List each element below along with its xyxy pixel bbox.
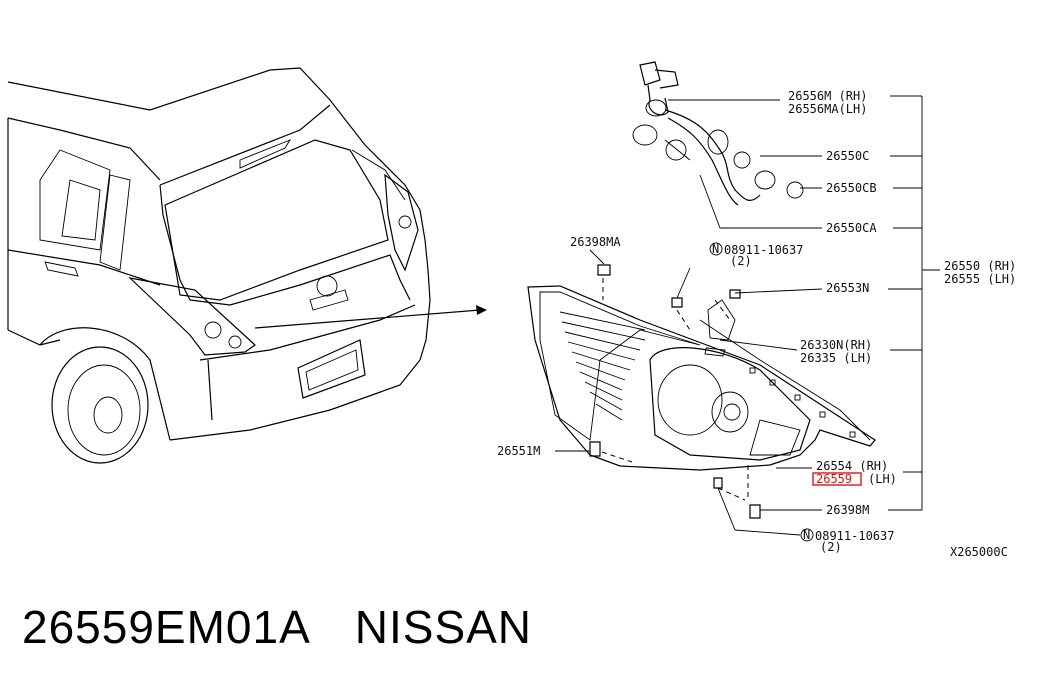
label-26550C: 26550C (826, 149, 869, 163)
label-26335: 26335 (LH) (800, 351, 872, 365)
label-08911-top-qty: (2) (730, 254, 752, 268)
diagram-code: X265000C (950, 545, 1008, 559)
label-26398MA: 26398MA (570, 235, 621, 249)
n-symbol-top: N (712, 242, 719, 256)
highlight-box-26559 (812, 472, 862, 486)
fasteners (589, 249, 801, 536)
part-labels: 26556M (RH) 26556MA(LH) 26550C 26550CB 2… (497, 89, 1016, 559)
label-26550: 26550 (RH) (944, 259, 1016, 273)
lens-grille (559, 311, 646, 421)
label-26550CB: 26550CB (826, 181, 877, 195)
label-26559: 26559 (816, 472, 852, 486)
label-26555: 26555 (LH) (944, 272, 1016, 286)
label-26330N: 26330N(RH) (800, 338, 872, 352)
label-26554: 26554 (RH) (816, 459, 888, 473)
label-26556M: 26556M (RH) (788, 89, 867, 103)
part-number: 26559EM01A (22, 601, 311, 653)
tail-light-assembly (527, 285, 876, 471)
label-08911-top: 08911-10637 (724, 243, 803, 257)
label-08911-bottom-qty: (2) (820, 540, 842, 554)
bulb-socket-harness (632, 61, 804, 206)
part-caption: 26559EM01A NISSAN (22, 600, 576, 654)
brand-name: NISSAN (354, 601, 533, 653)
label-08911-bottom: 08911-10637 (815, 529, 894, 543)
label-26553N: 26553N (826, 281, 869, 295)
label-26398M: 26398M (826, 503, 869, 517)
label-26550CA: 26550CA (826, 221, 877, 235)
label-26556MA: 26556MA(LH) (788, 102, 867, 116)
label-26559-side: (LH) (868, 472, 897, 486)
leader-lines (555, 95, 940, 511)
label-26551M: 26551M (497, 444, 540, 458)
n-symbol-bottom: N (803, 528, 810, 542)
car-rear-illustration (7, 67, 487, 464)
